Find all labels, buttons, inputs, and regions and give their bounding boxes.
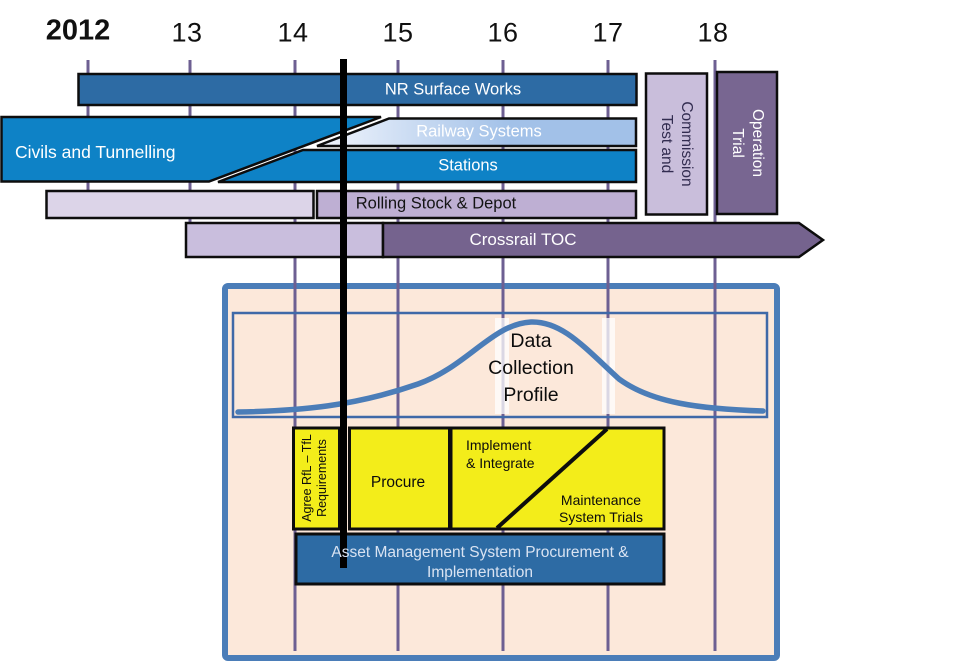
label-maintenance: Maintenance [560,491,642,508]
label-stations: Stations [438,156,498,175]
bar-crossrail-toc-arrow [381,221,826,259]
bar-nr-surface-works [77,72,638,107]
year-label-13: 13 [171,17,203,48]
year-label-15: 15 [382,17,414,48]
label-asset-management-line2: Implementation [427,564,533,582]
label-asset-management-line1: Asset Management System Procurement & [331,544,629,562]
year-label-14: 14 [277,17,309,48]
bar-crossrail-toc-early [184,221,385,259]
bar-rolling-stock-early [45,189,315,220]
profile-label-profile: Profile [503,383,559,406]
box-implement-maintenance [449,426,666,531]
label-agree-requirements: Agree RfL – TfL Requirements [300,434,330,522]
year-label-17: 17 [592,17,624,48]
label-railway-systems: Railway Systems [416,122,542,141]
box-test-and-commission [644,72,709,216]
label-system-trials: System Trials [558,508,644,525]
label-agree-line2: Requirements [315,439,329,517]
implement-maintenance-divider [495,427,609,530]
glow-streak [495,318,509,414]
label-test-and: Test and [657,114,675,174]
label-civils-tunnelling: Civils and Tunnelling [15,141,176,162]
label-agree-line1: Agree RfL – TfL [300,434,314,522]
box-agree-requirements [292,426,341,531]
bar-stations [217,148,638,184]
profile-frame [231,311,769,419]
year-label-18: 18 [697,17,729,48]
label-crossrail-toc: Crossrail TOC [469,230,577,250]
label-commission: Commission [677,101,695,187]
label-integrate: & Integrate [466,454,535,471]
label-rolling-stock-depot: Rolling Stock & Depot [355,194,517,213]
bell-curve [235,319,766,415]
label-procure: Procure [370,474,426,492]
label-nr-surface-works: NR Surface Works [384,80,522,99]
year-label-2012: 2012 [45,14,111,47]
bar-civils-tunnelling [0,115,382,183]
bar-asset-management [294,532,666,586]
label-trial: Trial [728,128,746,158]
bar-rolling-stock-depot [315,189,638,220]
profile-label-collection: Collection [488,356,574,379]
profile-label-data: Data [510,329,552,352]
year-label-16: 16 [487,17,519,48]
box-trial-operation [715,70,779,216]
label-operation: Operation [748,108,766,178]
label-implement: Implement [466,436,532,453]
box-procure [348,426,451,531]
